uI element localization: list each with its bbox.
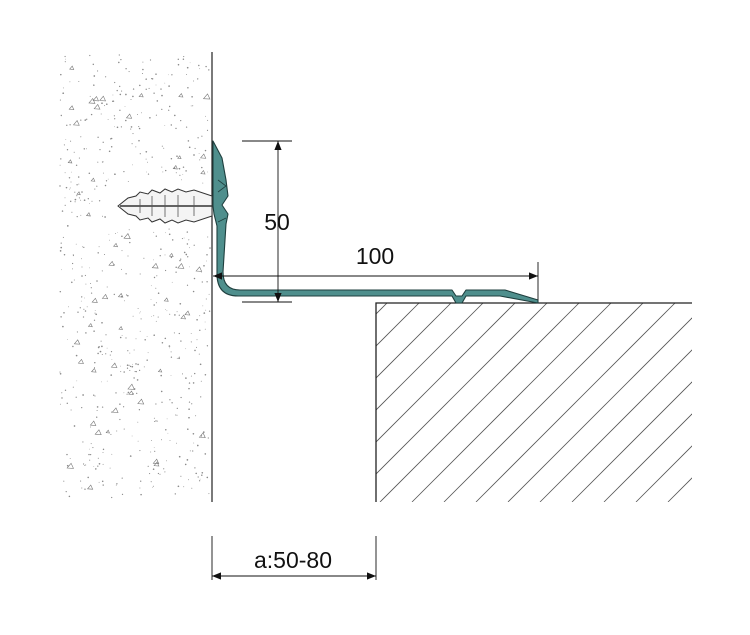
angle-profile [212,140,539,304]
concrete-texture [59,54,211,499]
floor-hatching [376,303,692,502]
concrete-wall [58,52,213,502]
gap-label: a:50-80 [254,547,332,573]
width-dimension: 100 [213,243,539,300]
height-label: 50 [264,209,290,235]
width-label: 100 [356,243,394,269]
height-dimension: 50 [242,140,292,303]
gap-dimension: a:50-80 [211,536,377,580]
wall-anchor [117,188,213,224]
floor-block [375,302,692,502]
